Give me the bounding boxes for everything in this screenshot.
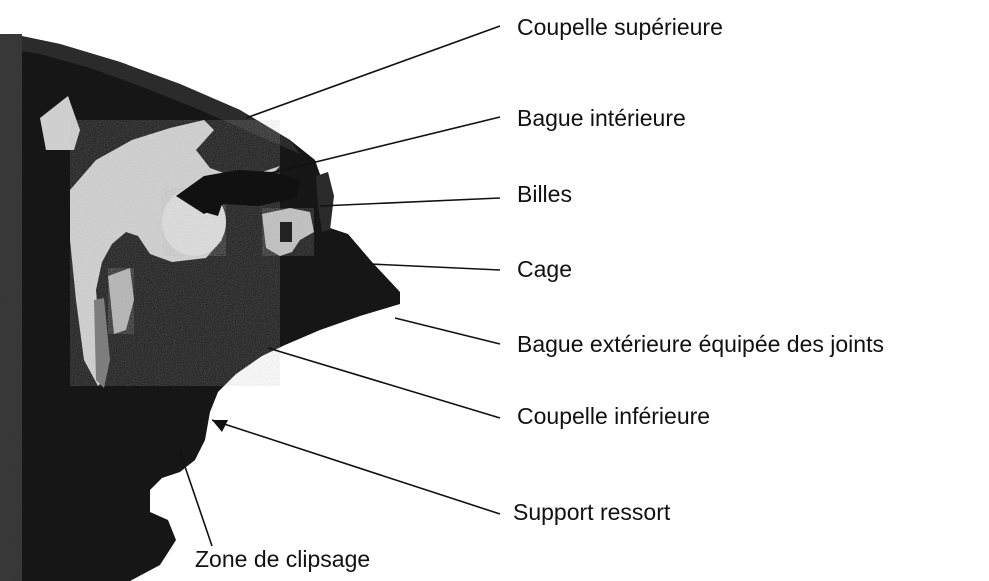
label-coupelle-inferieure: Coupelle inférieure [517,405,710,428]
label-zone-clipsage: Zone de clipsage [195,548,370,571]
leader-cage [370,264,500,270]
label-coupelle-superieure: Coupelle supérieure [517,16,723,39]
leader-billes [320,198,500,206]
leader-zone-clipsage [180,452,212,546]
cage-slot [280,222,292,242]
label-bague-exterieure: Bague extérieure équipée des joints [517,333,884,356]
leader-coupelle-superieure [246,26,500,118]
leader-support-ressort [212,420,500,514]
left-edge-texture [0,34,22,581]
label-billes: Billes [517,183,572,206]
label-bague-interieure: Bague intérieure [517,107,686,130]
leader-bague-exterieure [395,318,500,344]
label-support-ressort: Support ressort [513,501,670,524]
label-cage: Cage [517,258,572,281]
arrowhead-support-ressort [212,420,228,432]
leader-coupelle-inferieure [268,348,500,418]
